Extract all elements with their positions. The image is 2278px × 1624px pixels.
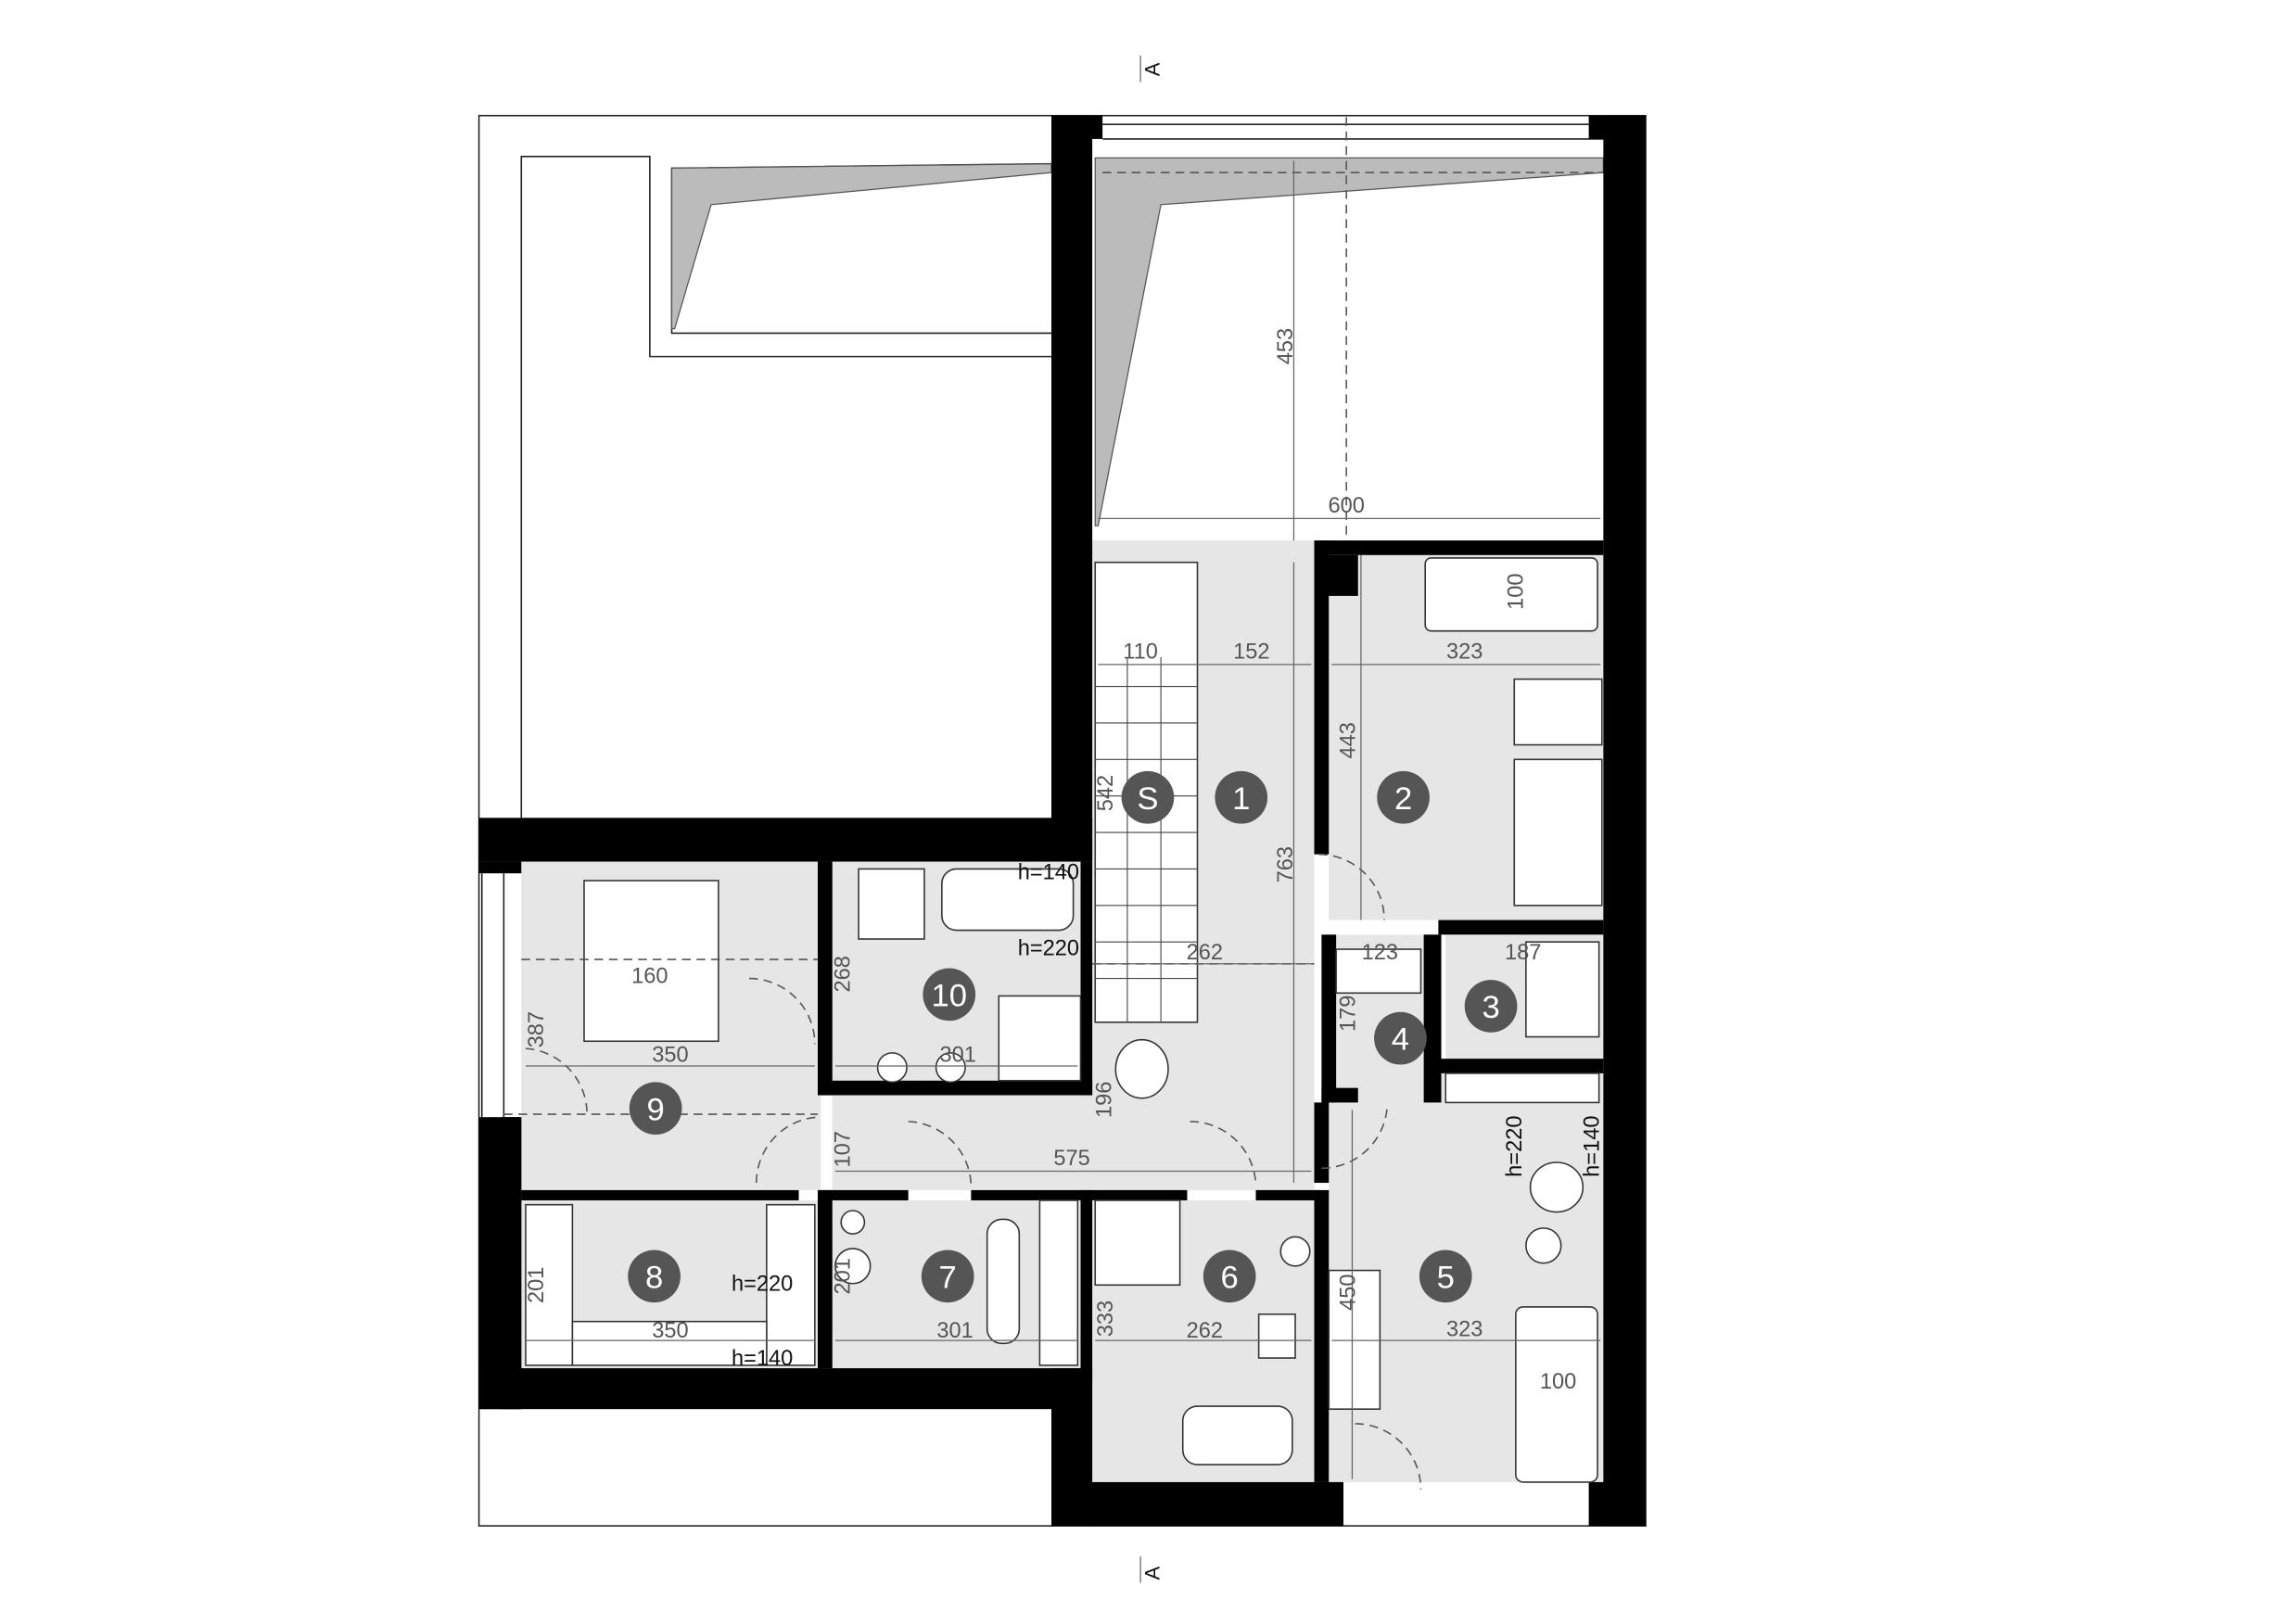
room-number: 9 — [647, 1092, 665, 1127]
room-label-s[interactable]: S — [1121, 770, 1175, 824]
room-label-3[interactable]: 3 — [1464, 980, 1518, 1033]
room-number: 3 — [1482, 990, 1499, 1025]
room-label-9[interactable]: 9 — [629, 1082, 682, 1136]
room-label-7[interactable]: 7 — [921, 1250, 974, 1303]
washing-machine — [834, 1248, 872, 1285]
doors — [503, 853, 1422, 1490]
dim-160: 160 — [631, 964, 668, 988]
height-label: h=220 — [1503, 1116, 1527, 1177]
room-number: 8 — [645, 1260, 663, 1295]
sink — [935, 1052, 966, 1084]
bed-room9 — [583, 880, 719, 1043]
desk-room5 — [1328, 1269, 1381, 1410]
height-label: h=140 — [1581, 1116, 1605, 1177]
armchair-room5 — [1529, 1161, 1584, 1213]
furniture — [480, 557, 1603, 1483]
dim-323: 323 — [1446, 1317, 1483, 1341]
walls — [478, 115, 1647, 1527]
dim-350: 350 — [652, 1043, 688, 1067]
height-label: h=220 — [1018, 936, 1079, 960]
room-label-2[interactable]: 2 — [1377, 770, 1430, 824]
dim-542: 542 — [1094, 775, 1118, 811]
dim-100: 100 — [1505, 573, 1529, 609]
room-number: 5 — [1437, 1260, 1455, 1295]
dim-387: 387 — [525, 1011, 549, 1047]
height-label: h=140 — [732, 1347, 793, 1371]
dim-323: 323 — [1446, 641, 1483, 665]
ironing-board — [986, 1218, 1021, 1345]
height-labels: h=140 h=220 h=220 h=140 h=220 h=140 — [732, 860, 1605, 1370]
dimension-lines — [526, 160, 1601, 1479]
room-labels: S 1 2 3 4 5 6 7 8 9 10 — [628, 770, 1518, 1303]
dim-268: 268 — [832, 956, 856, 992]
bathtub-room6 — [1181, 1405, 1293, 1465]
sink — [876, 1052, 908, 1084]
dim-107: 107 — [832, 1131, 856, 1167]
room-number: 1 — [1232, 781, 1250, 817]
room-label-10[interactable]: 10 — [923, 968, 976, 1021]
shower-room10 — [858, 868, 925, 940]
dim-575: 575 — [1053, 1147, 1089, 1171]
dim-196: 196 — [1093, 1082, 1117, 1118]
armchair — [1114, 1038, 1169, 1099]
dim-123: 123 — [1362, 941, 1398, 965]
dim-262: 262 — [1187, 941, 1223, 965]
dim-453: 453 — [1274, 328, 1298, 364]
room-number: 2 — [1394, 781, 1412, 817]
room-label-8[interactable]: 8 — [628, 1250, 681, 1303]
section-mark-bottom: A — [1141, 1566, 1164, 1580]
room-label-4[interactable]: 4 — [1374, 1011, 1427, 1065]
room-number: 6 — [1221, 1260, 1239, 1295]
dim-187: 187 — [1505, 941, 1541, 965]
dim-262: 262 — [1187, 1319, 1223, 1343]
room-number: S — [1137, 781, 1158, 817]
dim-763: 763 — [1274, 846, 1298, 882]
wardrobe — [1513, 678, 1603, 746]
dim-600: 600 — [1328, 494, 1364, 518]
room-number: 7 — [939, 1260, 957, 1295]
room-label-5[interactable]: 5 — [1419, 1250, 1472, 1303]
dim-350: 350 — [652, 1319, 688, 1343]
height-label: h=140 — [1018, 860, 1079, 884]
dim-450: 450 — [1337, 1274, 1361, 1310]
bathtub-room10 — [941, 868, 1075, 932]
room-label-1[interactable]: 1 — [1215, 770, 1268, 824]
room-number: 4 — [1392, 1022, 1409, 1058]
sink-room6 — [1279, 1236, 1311, 1267]
dim-201: 201 — [525, 1267, 549, 1303]
dim-100: 100 — [1540, 1370, 1576, 1394]
dim-152: 152 — [1233, 641, 1269, 665]
bed-room5 — [1515, 1306, 1598, 1483]
dim-301: 301 — [936, 1319, 973, 1343]
dim-333: 333 — [1094, 1300, 1118, 1337]
dim-301: 301 — [939, 1043, 975, 1067]
stairs — [1094, 561, 1199, 1023]
dim-179: 179 — [1337, 996, 1361, 1032]
height-label: h=220 — [732, 1273, 793, 1297]
dim-443: 443 — [1337, 722, 1361, 758]
room-number: 10 — [931, 978, 967, 1013]
room-label-6[interactable]: 6 — [1203, 1250, 1256, 1303]
bed-room2 — [1424, 557, 1598, 632]
dim-201: 201 — [832, 1258, 856, 1294]
dim-110: 110 — [1123, 641, 1158, 665]
section-mark-top: A — [1141, 62, 1164, 76]
dimension-labels: 453 600 110 152 323 100 443 542 763 262 … — [525, 328, 1576, 1394]
